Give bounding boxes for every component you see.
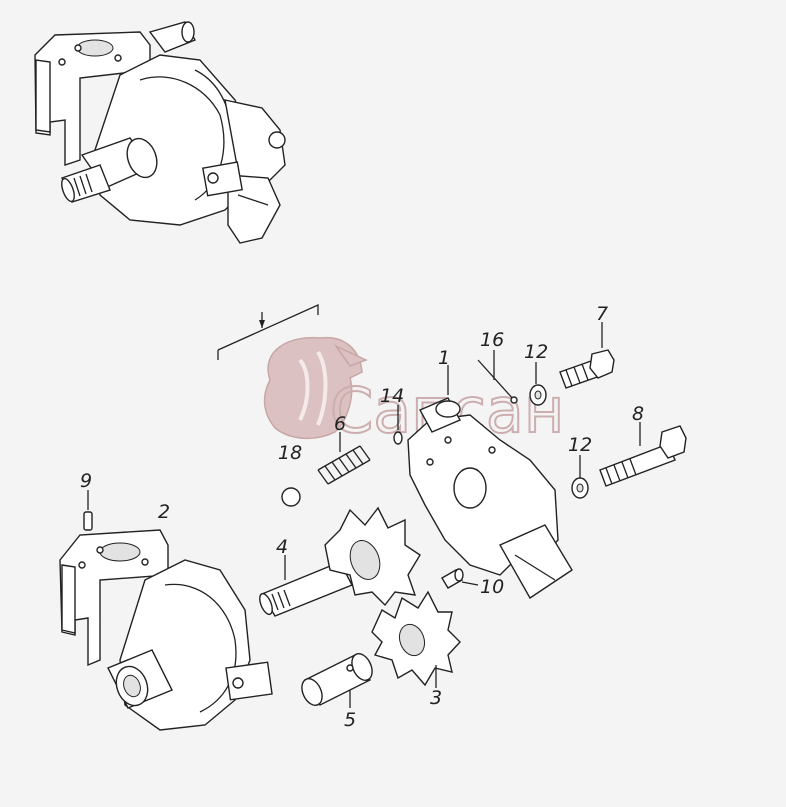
part-2-pump-body (59, 529, 273, 731)
callout-6: 6 (334, 413, 346, 435)
callout-7: 7 (596, 303, 608, 325)
part-3-driven-gear (371, 590, 461, 688)
part-6-spring (317, 432, 371, 485)
callout-12-lower: 12 (568, 434, 592, 456)
section-bracket (217, 303, 319, 360)
part-12-washer-upper (529, 362, 547, 406)
part-8-long-bolt (599, 422, 687, 487)
callout-16: 16 (480, 329, 504, 351)
callout-5: 5 (344, 709, 356, 731)
callout-4: 4 (276, 536, 288, 558)
callout-9: 9 (80, 470, 92, 492)
callout-2: 2 (158, 501, 170, 523)
assembled-oil-pump (34, 21, 286, 244)
callout-1: 1 (438, 347, 450, 369)
part-5-axle (301, 653, 373, 708)
part-7-short-bolt (559, 322, 615, 389)
callout-12-upper: 12 (524, 341, 548, 363)
callout-18: 18 (278, 442, 302, 464)
callout-8: 8 (632, 403, 644, 425)
callout-14: 14 (380, 385, 404, 407)
falcon-logo-icon (263, 336, 368, 440)
callout-labels: 1 2 3 4 5 6 7 8 9 10 12 12 14 16 18 (80, 303, 644, 731)
part-4-drive-gear-shaft (259, 506, 421, 617)
part-18-ball (281, 487, 301, 507)
callout-3: 3 (430, 687, 442, 709)
part-10-dowel (441, 568, 479, 589)
part-14-washer (393, 405, 403, 445)
part-9-pin (83, 490, 93, 531)
watermark: Сапсан (263, 336, 565, 448)
part-16-cotter-pin (477, 350, 518, 404)
part-12-washer-lower (571, 455, 589, 499)
callout-10: 10 (480, 576, 504, 598)
part-1-pump-cover (407, 365, 573, 600)
